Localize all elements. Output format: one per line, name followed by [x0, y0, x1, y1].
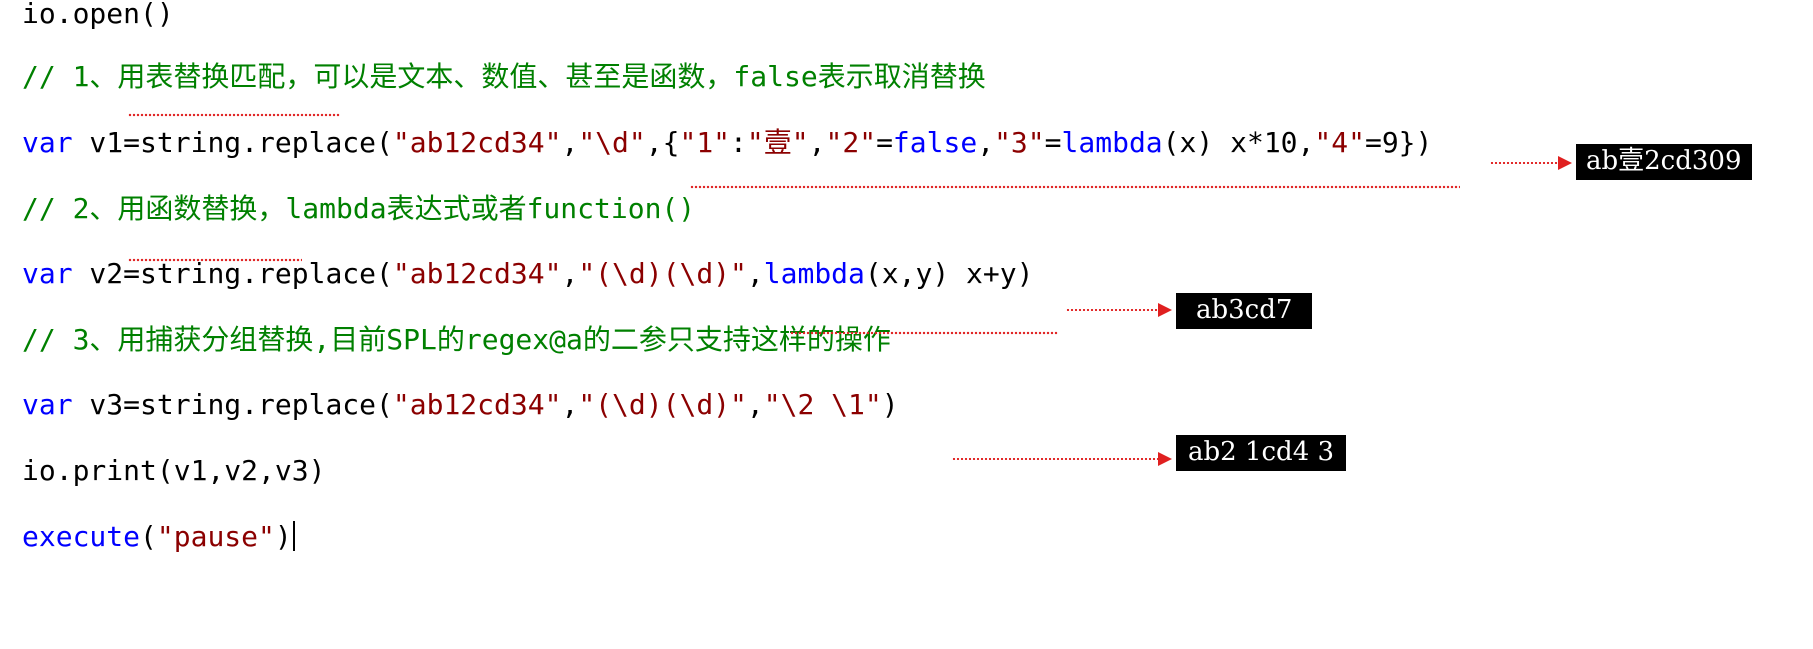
underline-annotation-4: [790, 331, 1058, 335]
code-line-v1: var v1=string.replace("ab12cd34","\d",{"…: [22, 126, 1433, 159]
arrow-icon: [1066, 303, 1172, 317]
output-v1: ab壹2cd309: [1576, 144, 1752, 180]
comment-line-3: // 3、用捕获分组替换,目前SPL的regex@a的二参只支持这样的操作: [22, 323, 891, 356]
underline-annotation-1: [128, 113, 340, 117]
arrow-icon: [952, 452, 1172, 466]
underline-annotation-2: [690, 185, 1460, 189]
code-line-execute: execute("pause"): [22, 517, 295, 557]
code-line-1: io.open(): [22, 0, 174, 30]
comment-line-1: // 1、用表替换匹配，可以是文本、数值、甚至是函数，false表示取消替换: [22, 60, 986, 93]
output-v2: ab3cd7: [1176, 293, 1313, 329]
code-line-v3: var v3=string.replace("ab12cd34","(\d)(\…: [22, 388, 899, 421]
underline-annotation-3: [128, 258, 302, 262]
output-v3: ab2 1cd4 3: [1176, 435, 1347, 471]
arrow-icon: [1490, 156, 1572, 170]
code-line-print: io.print(v1,v2,v3): [22, 454, 326, 487]
code-line-v2: var v2=string.replace("ab12cd34","(\d)(\…: [22, 257, 1034, 290]
comment-line-2: // 2、用函数替换，lambda表达式或者function(): [22, 192, 696, 225]
text-cursor: [292, 521, 295, 551]
